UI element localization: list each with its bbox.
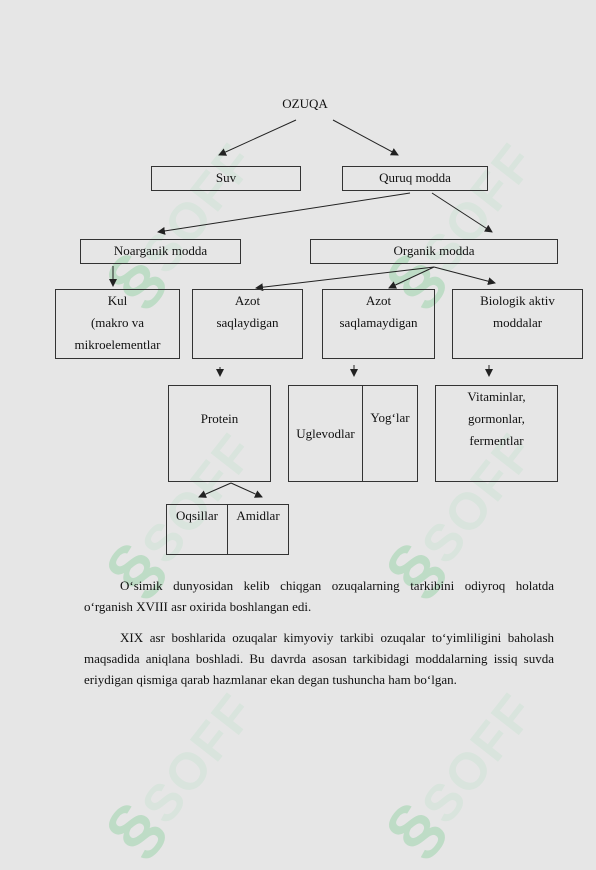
- arrow: [431, 192, 493, 233]
- arrow: [218, 119, 297, 156]
- kul-line: (makro va: [90, 315, 145, 330]
- kul-box: Kul (makro va mikroelementlar: [55, 289, 180, 359]
- oqsillar-box: Oqsillar: [166, 504, 228, 555]
- uglevodlar-box: Uglevodlar: [288, 385, 363, 482]
- bio-line: moddalar: [492, 315, 543, 330]
- arrow: [255, 266, 435, 292]
- arrow: [230, 482, 263, 498]
- vitamin-line: Vitaminlar,: [467, 389, 526, 404]
- azot-saqlamaydigan-box: Azot saqlamaydigan: [322, 289, 435, 359]
- bio-line: Biologik aktiv: [480, 293, 555, 308]
- biologik-aktiv-box: Biologik aktiv moddalar: [452, 289, 583, 359]
- azot-line: Azot: [365, 293, 392, 308]
- azot-line: saqlamaydigan: [339, 315, 418, 330]
- arrow: [433, 266, 496, 286]
- arrow: [332, 119, 399, 156]
- azot-saqlaydigan-box: Azot saqlaydigan: [192, 289, 303, 359]
- oqsillar-label: Oqsillar: [176, 508, 218, 523]
- arrow: [198, 482, 232, 498]
- amidlar-label: Amidlar: [236, 508, 280, 523]
- vitamin-line: fermentlar: [469, 433, 524, 448]
- vitamin-line: gormonlar,: [468, 411, 525, 426]
- paragraph: O‘simik dunyosidan kelib chiqgan ozuqala…: [84, 578, 554, 614]
- azot-line: saqlaydigan: [216, 315, 279, 330]
- protein-label: Protein: [200, 411, 239, 426]
- organik-modda-box: Organik modda: [310, 239, 558, 264]
- kul-line: Kul: [107, 293, 128, 308]
- yoglar-box: Yog‘lar: [362, 385, 418, 482]
- arrow: [157, 192, 411, 235]
- arrow: [388, 266, 435, 289]
- diagram-arrows: [109, 119, 496, 498]
- root-label: OZUQA: [282, 96, 328, 111]
- suv-box: Suv: [151, 166, 301, 191]
- protein-box: Protein: [168, 385, 271, 482]
- kul-line: mikroelementlar: [74, 337, 161, 352]
- yoglar-label: Yog‘lar: [370, 410, 410, 425]
- paragraph: XIX asr boshlarida ozuqalar kimyoviy tar…: [84, 630, 554, 687]
- azot-line: Azot: [234, 293, 261, 308]
- noarganik-modda-box: Noarganik modda: [80, 239, 241, 264]
- quruq-modda-box: Quruq modda: [342, 166, 488, 191]
- uglevodlar-label: Uglevodlar: [296, 426, 355, 441]
- amidlar-box: Amidlar: [227, 504, 289, 555]
- vitamin-box: Vitaminlar, gormonlar, fermentlar: [435, 385, 558, 482]
